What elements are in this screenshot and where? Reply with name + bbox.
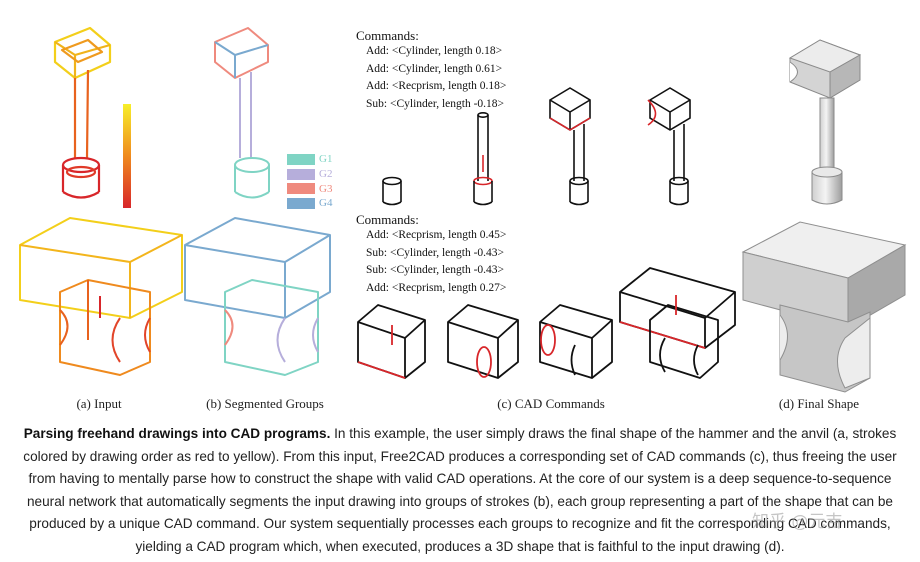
cad-bottom-sequence: [357, 267, 736, 379]
caption-title: Parsing freehand drawings into CAD progr…: [23, 426, 331, 441]
legend-label: G2: [319, 168, 333, 181]
cad-top-sequence: [382, 87, 691, 206]
command-line: Sub: <Cylinder, length -0.43>: [366, 246, 505, 259]
input-anvil-sketch: [19, 217, 183, 376]
command-line: Add: <Cylinder, length 0.18>: [366, 45, 503, 57]
final-anvil: [741, 221, 907, 393]
legend-swatch: [287, 153, 315, 165]
command-line: Add: <Recprism, length 0.27>: [366, 281, 507, 294]
subcaption-cad-commands: (c) CAD Commands: [497, 396, 605, 411]
legend-item: G2: [287, 167, 332, 182]
color-bar: [123, 104, 131, 208]
commands-top: Commands: Add: <Cylinder, length 0.18> A…: [356, 28, 506, 113]
segmented-anvil: [184, 217, 331, 376]
figure-graphics: [19, 26, 907, 393]
commands-bottom: Commands: Add: <Recprism, length 0.45> S…: [356, 212, 506, 297]
commands-top-title: Commands:: [356, 28, 419, 43]
caption-body: In this example, the user simply draws t…: [23, 426, 897, 554]
legend-swatch: [287, 168, 315, 180]
legend-item: G4: [287, 196, 332, 211]
subcaption-segmented-groups: (b) Segmented Groups: [206, 396, 324, 411]
segmented-hammer: [214, 27, 270, 199]
legend-item: G1: [287, 152, 332, 167]
input-hammer-sketch: [53, 26, 112, 199]
figure-caption: Parsing freehand drawings into CAD progr…: [14, 423, 906, 559]
legend-label: G4: [319, 197, 333, 210]
command-line: Add: <Recprism, length 0.45>: [366, 229, 507, 241]
command-line: Add: <Recprism, length 0.18>: [366, 80, 507, 92]
subcaption-input: (a) Input: [76, 396, 122, 411]
legend-label: G1: [319, 153, 333, 166]
final-hammer: [788, 39, 862, 205]
legend-swatch: [287, 183, 315, 195]
subcaption-final-shape: (d) Final Shape: [778, 396, 860, 411]
commands-bottom-title: Commands:: [356, 212, 419, 227]
command-line: Add: <Cylinder, length 0.61>: [366, 62, 503, 75]
legend-item: G3: [287, 181, 332, 196]
legend-swatch: [287, 197, 315, 209]
command-line: Sub: <Cylinder, length -0.43>: [366, 264, 505, 276]
command-line: Sub: <Cylinder, length -0.18>: [366, 97, 505, 110]
legend-label: G3: [319, 182, 333, 195]
watermark: 知乎 @元吉: [752, 512, 843, 532]
